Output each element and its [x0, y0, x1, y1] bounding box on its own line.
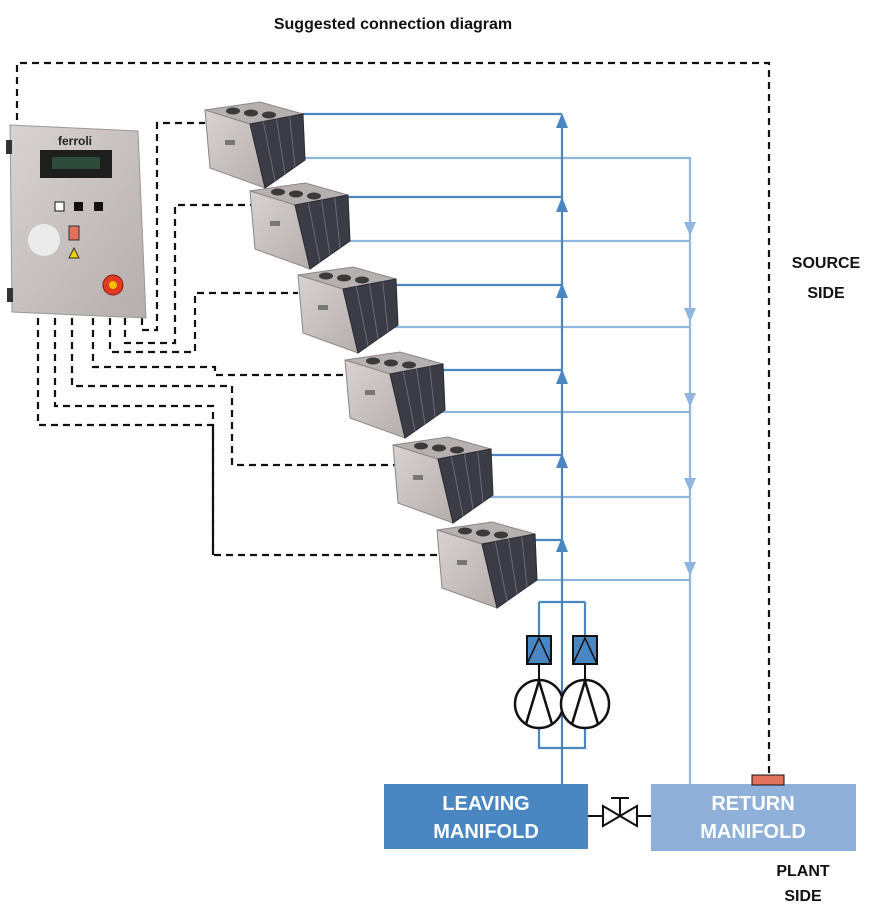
- chillers-group: [204, 101, 538, 609]
- fan-icon: [432, 444, 446, 452]
- chiller-plate: [318, 305, 328, 310]
- fan-icon: [384, 359, 398, 367]
- panel-switch-3: [94, 202, 103, 211]
- control-cables: [36, 121, 437, 557]
- chiller-6: [436, 521, 538, 609]
- fan-icon: [226, 107, 240, 115]
- panel-hinge-bottom: [7, 288, 13, 302]
- return-manifold: RETURN MANIFOLD: [651, 784, 856, 851]
- fan-icon: [244, 109, 258, 117]
- check-valve-1: [526, 635, 552, 665]
- leaving-manifold: LEAVING MANIFOLD: [384, 784, 588, 849]
- control-panel: ferroli: [6, 124, 147, 319]
- fan-icon: [450, 446, 464, 454]
- return-manifold-label-1: RETURN: [711, 793, 794, 815]
- fan-icon: [337, 274, 351, 282]
- chiller-5: [392, 436, 494, 524]
- warning-icon: [68, 246, 80, 259]
- panel-switch-1: [54, 201, 65, 212]
- plant-side-label-2: SIDE: [784, 888, 822, 904]
- panel-glare: [28, 224, 60, 256]
- source-side-label-2: SIDE: [807, 285, 845, 302]
- panel-display-screen: [52, 157, 100, 169]
- fan-icon: [476, 529, 490, 537]
- pump-2-icon: [559, 676, 611, 730]
- panel-hinge-top: [6, 140, 12, 154]
- plant-side-label-1: PLANT: [776, 863, 830, 880]
- source-side-label-1: SOURCE: [792, 255, 861, 272]
- leaving-manifold-label-2: MANIFOLD: [433, 821, 539, 843]
- panel-brand-logo: ferroli: [58, 134, 92, 148]
- chiller-3: [297, 266, 399, 354]
- return-lines: [290, 156, 692, 820]
- chiller-plate: [225, 140, 235, 145]
- panel-indicator: [68, 225, 80, 241]
- return-manifold-label-2: MANIFOLD: [700, 821, 806, 843]
- balancing-valve-icon: [588, 797, 652, 828]
- control-loop-dashed-line: [15, 61, 771, 775]
- chiller-2: [249, 182, 351, 270]
- emergency-stop-center: [109, 281, 117, 289]
- check-valve-2: [572, 635, 598, 665]
- chiller-plate: [457, 560, 467, 565]
- chiller-4: [344, 351, 446, 439]
- diagram-title: Suggested connection diagram: [274, 16, 512, 33]
- chiller-plate: [270, 221, 280, 226]
- fan-icon: [355, 276, 369, 284]
- supply-arrows: [556, 113, 568, 552]
- chiller-1: [204, 101, 306, 189]
- chiller-plate: [365, 390, 375, 395]
- fan-icon: [414, 442, 428, 450]
- temperature-sensor: [751, 774, 785, 786]
- fan-icon: [307, 192, 321, 200]
- supply-lines: [300, 112, 587, 785]
- fan-icon: [289, 190, 303, 198]
- fan-icon: [458, 527, 472, 535]
- fan-icon: [494, 531, 508, 539]
- pump-1-icon: [513, 676, 565, 730]
- chiller-plate: [413, 475, 423, 480]
- leaving-manifold-label-1: LEAVING: [442, 793, 529, 815]
- fan-icon: [271, 188, 285, 196]
- fan-icon: [319, 272, 333, 280]
- panel-switch-2: [74, 202, 83, 211]
- fan-icon: [366, 357, 380, 365]
- fan-icon: [402, 361, 416, 369]
- fan-icon: [262, 111, 276, 119]
